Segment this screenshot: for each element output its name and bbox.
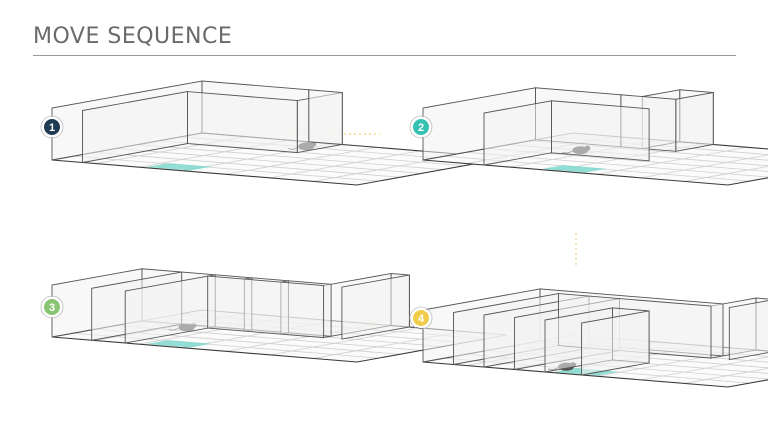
step-panel-4: 4 (409, 288, 768, 388)
step-badge-1: 1 (40, 115, 64, 139)
maze-walls (51, 268, 410, 344)
maze-wall (581, 310, 650, 376)
maze-wall (124, 274, 216, 344)
target-tile-icon (146, 163, 212, 171)
target-tile-icon (146, 340, 212, 348)
maze-walls (422, 87, 714, 166)
page-title: MOVE SEQUENCE (33, 24, 233, 49)
maze-wall (308, 89, 343, 145)
maze-wall (187, 91, 298, 154)
step-badge-2: 2 (409, 115, 433, 139)
step-panel-3: 3 (40, 268, 508, 363)
step-panel-2: 2 (409, 87, 768, 186)
step-badge-3: 3 (40, 295, 64, 319)
maze-walls (422, 288, 768, 376)
step-badge-4: 4 (409, 306, 433, 330)
maze-wall (551, 100, 650, 162)
panels: 1 2 3 4 (40, 80, 768, 388)
target-tile-icon (541, 165, 607, 173)
step-number: 3 (49, 302, 55, 314)
maze-wall (675, 91, 714, 152)
maze-wall (207, 275, 325, 339)
maze-walls (51, 80, 343, 164)
maze-wall (341, 274, 410, 340)
step-number: 4 (418, 313, 425, 325)
step-number: 2 (418, 122, 424, 134)
step-panel-1: 1 (40, 80, 508, 186)
title-rule (33, 55, 736, 56)
maze-wall (728, 300, 768, 361)
step-number: 1 (49, 122, 55, 134)
